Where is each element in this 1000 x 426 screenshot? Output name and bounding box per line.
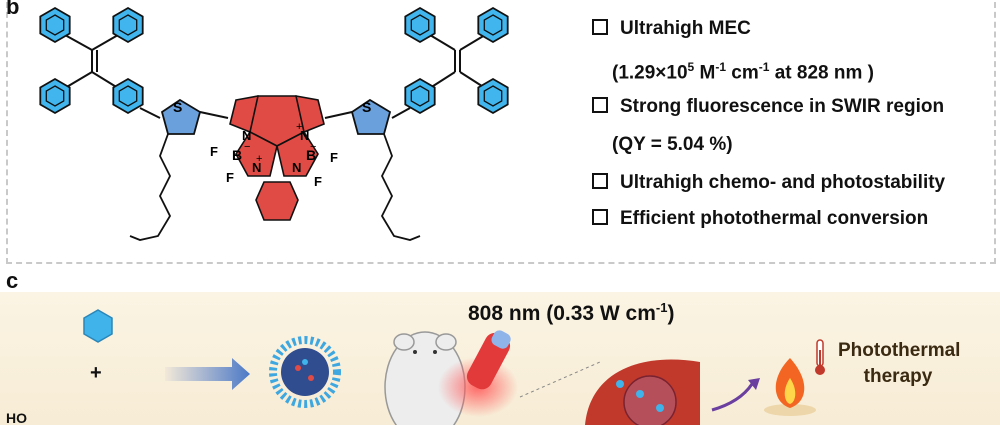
svg-text:−: − [244, 141, 250, 153]
svg-text:−: − [310, 141, 316, 153]
svg-text:B: B [232, 147, 242, 163]
svg-text:N: N [252, 160, 261, 175]
checkbox-icon [592, 19, 608, 35]
qy-detail: (QY = 5.04 %) [612, 134, 733, 155]
svg-text:F: F [314, 174, 322, 189]
svg-text:N: N [300, 128, 309, 143]
panel-label-c: c [6, 268, 19, 293]
curved-arrow-icon [711, 383, 754, 412]
feature-photothermal-conversion: Efficient photothermal conversion [592, 208, 928, 230]
svg-text:N: N [292, 160, 301, 175]
panel-label-b: b [6, 0, 20, 19]
assembly-arrow-icon [165, 358, 250, 390]
svg-text:+: + [256, 153, 262, 165]
feature-ultrahigh-mec: Ultrahigh MEC [592, 18, 751, 40]
laser-icon [438, 330, 518, 417]
left-thiophene: S [129, 98, 229, 241]
thermometer-icon [815, 339, 825, 375]
svg-text:+: + [296, 121, 302, 133]
peg-formula-fragment: HO [6, 410, 27, 426]
tumor-tissue-icon [585, 359, 700, 425]
molecular-structure: S S N N N N B B F F F F − − + + [39, 7, 509, 241]
svg-text:S: S [362, 99, 371, 115]
plus-sign: + [90, 362, 102, 384]
right-tetraphenylethene [391, 7, 509, 119]
checkbox-icon [592, 173, 608, 189]
tpe-bodipy-hexagon-icon [83, 309, 113, 343]
feature-photostability: Ultrahigh chemo- and photostability [592, 172, 945, 194]
bodipy-core: N N N N B B F F F F − − + + [210, 95, 338, 221]
svg-text:F: F [226, 170, 234, 185]
panel-b-frame [6, 2, 996, 264]
checkbox-icon [592, 209, 608, 225]
svg-text:N: N [242, 128, 251, 143]
svg-text:B: B [306, 147, 316, 163]
feature-swir-fluorescence: Strong fluorescence in SWIR region [592, 96, 944, 118]
photothermal-therapy-label: Photothermal therapy [838, 340, 961, 387]
therapy-scheme [83, 309, 825, 425]
mec-detail: (1.29×105 M-1 cm-1 at 828 nm ) [612, 60, 874, 84]
checkbox-icon [592, 97, 608, 113]
flame-icon [764, 358, 816, 416]
left-tetraphenylethene [39, 7, 161, 119]
svg-text:F: F [330, 150, 338, 165]
nanoparticle-icon [269, 336, 341, 408]
svg-text:S: S [173, 99, 182, 115]
laser-power-label: 808 nm (0.33 W cm-1) [468, 300, 675, 325]
right-thiophene: S [324, 98, 421, 241]
svg-text:F: F [210, 144, 218, 159]
